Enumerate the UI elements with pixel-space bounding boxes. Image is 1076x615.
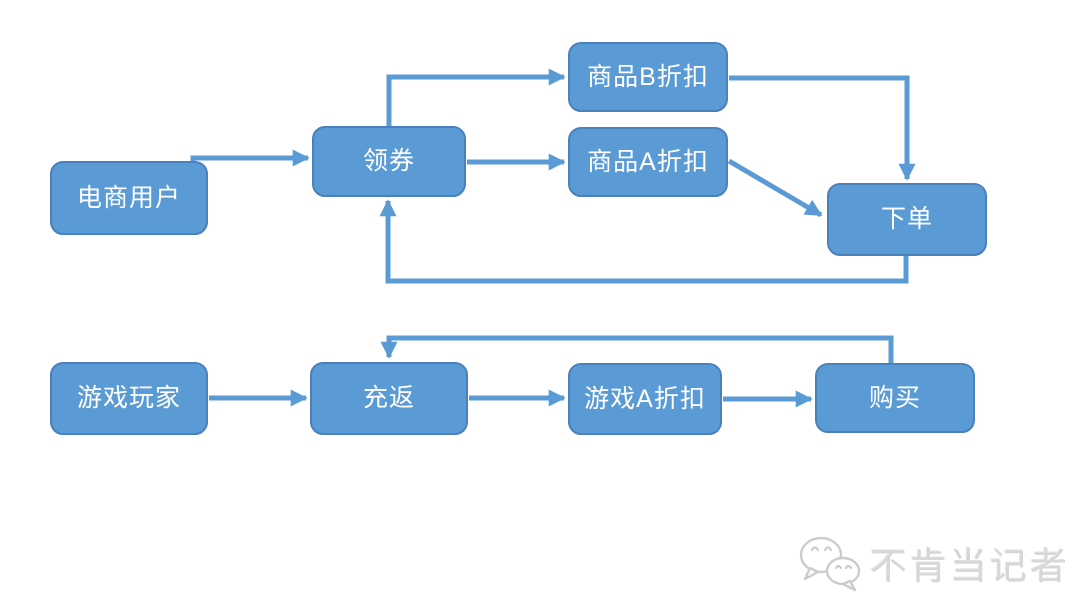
edge-product-b-discount-to-place-order (729, 75, 916, 181)
node-recharge-rebate: 充返 (310, 362, 468, 435)
node-label: 商品A折扣 (587, 147, 709, 176)
node-label: 电商用户 (76, 183, 181, 212)
node-label: 游戏A折扣 (584, 384, 706, 413)
node-game-player: 游戏玩家 (50, 362, 208, 435)
watermark-text: 不肯当记者 (870, 546, 1070, 587)
node-product-b-discount: 商品B折扣 (568, 42, 728, 112)
node-claim-coupon: 领券 (312, 126, 466, 197)
node-game-a-discount: 游戏A折扣 (568, 363, 722, 435)
node-label: 充返 (362, 384, 415, 412)
node-label: 购买 (868, 383, 921, 412)
watermark: 不肯当记者 (798, 534, 1070, 592)
node-purchase: 购买 (815, 363, 975, 433)
edge-product-a-discount-to-place-order (727, 158, 823, 218)
node-label: 下单 (880, 205, 933, 233)
node-label: 游戏玩家 (76, 384, 181, 412)
node-ecommerce-user: 电商用户 (50, 161, 208, 235)
node-place-order: 下单 (827, 183, 987, 256)
node-label: 商品B折扣 (587, 62, 709, 91)
edge-claim-coupon-to-product-b-discount (386, 68, 566, 126)
node-product-a-discount: 商品A折扣 (568, 127, 728, 197)
node-label: 领券 (362, 147, 415, 175)
edge-ecommerce-user-to-claim-coupon (190, 149, 310, 167)
wechat-icon (799, 536, 861, 592)
edge-purchase-loop-to-recharge-rebate (380, 335, 894, 363)
